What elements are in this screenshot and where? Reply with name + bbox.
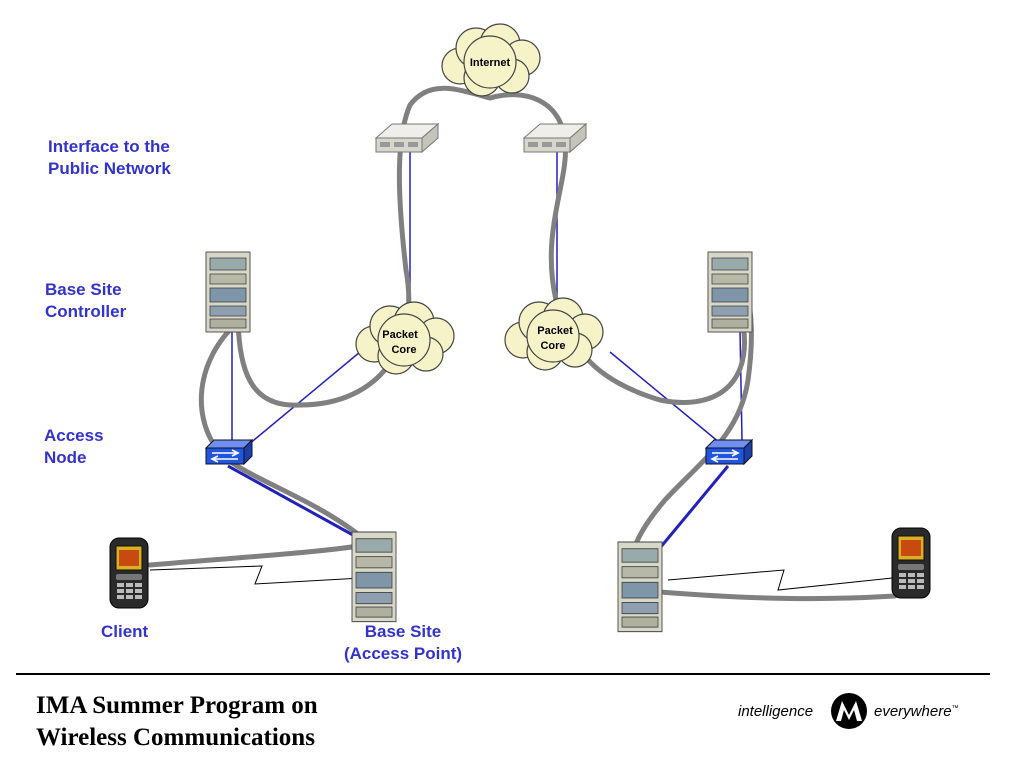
internet-cloud: Internet [441,23,541,97]
internet-label: Internet [470,57,511,69]
network-links [227,150,743,561]
label-base-site-line2: (Access Point) [343,644,463,663]
label-base-site-access-point: Base Site (Access Point) [320,621,486,665]
packet-core-right-label-line2: Core [540,340,565,352]
footer-title-line1: IMA Summer Program on [36,692,318,719]
router-right-icon [523,123,587,153]
wireless-link-right [667,569,893,591]
brand-trademark: ™ [951,705,959,712]
label-access-node: Access Node [44,425,104,469]
link-packet-core-left-to-switch [247,351,361,446]
base-site-controller-right-icon [707,251,753,333]
footer-divider [16,673,990,675]
packet-core-cloud-left: Packet Core [355,301,455,375]
packet-core-left-label-line2: Core [391,344,416,356]
base-site-left-icon [351,531,397,623]
brand-text-right-word: everywhere [874,703,952,720]
brand-text-left: intelligence [738,703,814,720]
link-switch-left-to-base-site [227,464,363,542]
label-client: Client [101,622,149,641]
label-access-line2: Node [44,448,87,467]
label-interface-line2: Public Network [48,159,171,178]
link-switch-right-to-base-site [648,465,730,561]
client-phone-right-icon [891,527,931,599]
base-site-right-icon [617,541,663,633]
packet-core-left-label-line1: Packet [382,329,418,341]
label-bsc-line1: Base Site [45,280,122,299]
motorola-logo-icon [831,693,867,729]
footer-title-line2: Wireless Communications [36,724,315,751]
wireless-links [149,565,893,591]
router-left-icon [375,123,439,153]
footer-title: IMA Summer Program on Wireless Communica… [36,690,318,754]
link-bsc-right-to-switch [739,329,743,441]
label-access-line1: Access [44,426,104,445]
label-interface-line1: Interface to the [48,137,170,156]
wireless-link-left [149,565,363,585]
label-base-site-line1: Base Site [364,622,442,641]
access-node-switch-left-icon [205,439,253,465]
label-interface-public-network: Interface to the Public Network [48,136,171,180]
packet-core-right-label-line1: Packet [537,325,573,337]
client-phone-left-icon [109,537,149,609]
label-bsc-line2: Controller [45,302,127,321]
base-site-controller-left-icon [205,251,251,333]
brand-text-right: everywhere™ [874,703,959,720]
link-packet-core-right-to-switch [609,351,721,444]
access-node-switch-right-icon [705,439,753,465]
packet-core-cloud-right: Packet Core [504,297,604,371]
label-base-site-controller: Base Site Controller [45,279,126,323]
